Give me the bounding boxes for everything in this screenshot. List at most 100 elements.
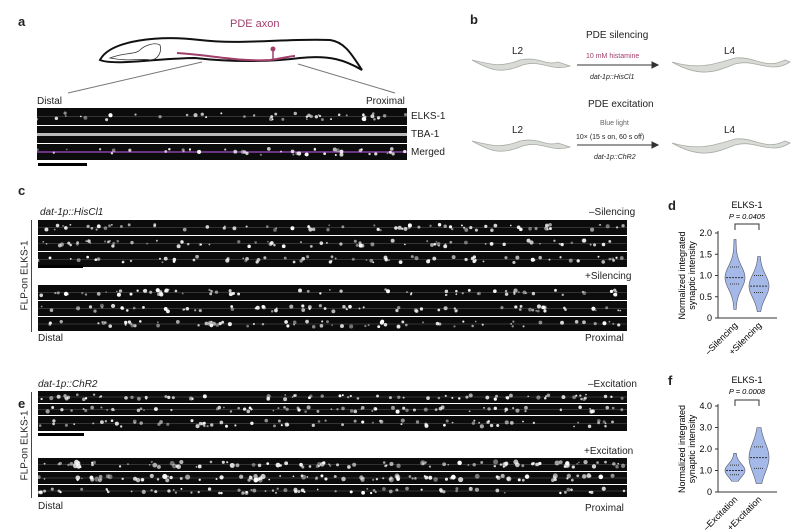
synapse-punctum: [506, 476, 512, 482]
synapse-punctum: [577, 421, 580, 424]
micrograph-elks1: [37, 108, 407, 125]
synapse-punctum: [504, 292, 509, 296]
synapse-punctum: [331, 324, 333, 326]
synapse-punctum: [169, 475, 173, 480]
synapse-punctum: [476, 292, 479, 295]
synapse-punctum: [505, 396, 510, 400]
synapse-punctum: [457, 460, 462, 466]
synapse-punctum: [168, 148, 171, 151]
synapse-punctum: [272, 409, 275, 412]
violin-1: [748, 427, 770, 484]
synapse-punctum: [67, 463, 70, 467]
synapse-punctum: [576, 259, 580, 263]
synapse-punctum: [128, 148, 132, 152]
synapse-punctum: [554, 460, 560, 466]
synapse-punctum: [504, 407, 509, 412]
synapse-punctum: [482, 260, 485, 263]
synapse-punctum: [167, 489, 171, 493]
synapse-punctum: [412, 408, 416, 412]
synapse-punctum: [615, 256, 618, 259]
synapse-punctum: [455, 293, 458, 296]
synapse-punctum: [306, 405, 311, 410]
synapse-punctum: [522, 420, 524, 423]
significance-bracket: [734, 223, 760, 230]
arrow-silencing-icon: [651, 61, 660, 69]
synapse-punctum: [353, 419, 357, 423]
synapse-punctum: [53, 228, 56, 231]
synapse-punctum: [379, 229, 382, 232]
synapse-punctum: [374, 152, 378, 156]
synapse-punctum: [546, 393, 551, 398]
synapse-punctum: [315, 476, 318, 479]
synapse-punctum: [345, 114, 348, 117]
synapse-punctum: [143, 288, 148, 293]
synapse-punctum: [396, 324, 401, 329]
synapse-punctum: [49, 396, 54, 401]
synapse-punctum: [84, 293, 88, 296]
synapse-punctum: [617, 309, 620, 312]
synapse-punctum: [509, 421, 514, 425]
synapse-punctum: [293, 394, 296, 397]
synapse-punctum: [316, 409, 320, 413]
synapse-punctum: [493, 459, 499, 465]
synapse-punctum: [465, 395, 469, 399]
synapse-punctum: [38, 491, 40, 495]
synapse-punctum: [517, 291, 520, 294]
synapse-punctum: [493, 397, 497, 401]
synapse-punctum: [51, 406, 55, 409]
chart-title: ELKS-1: [731, 200, 762, 210]
synapse-punctum: [596, 461, 599, 464]
synapse-punctum: [220, 491, 223, 495]
synapse-punctum: [176, 464, 182, 470]
violin-1: [748, 256, 770, 312]
synapse-punctum: [37, 118, 39, 121]
synapse-punctum: [524, 405, 528, 410]
synapse-punctum: [480, 461, 484, 464]
synapse-punctum: [317, 464, 321, 468]
synapse-punctum: [419, 307, 424, 311]
synapse-punctum: [323, 307, 327, 310]
synapse-punctum: [198, 421, 203, 426]
synapse-punctum: [582, 397, 586, 401]
synapse-punctum: [559, 256, 562, 259]
synapse-punctum: [275, 491, 277, 494]
excitation-genotype: dat-1p::ChR2: [594, 154, 636, 161]
synapse-punctum: [589, 407, 592, 410]
synapse-punctum: [205, 116, 208, 119]
synapse-punctum: [433, 242, 437, 246]
synapse-punctum: [82, 408, 85, 410]
synapse-punctum: [451, 255, 456, 260]
synapse-punctum: [388, 150, 392, 154]
pde-axon-line: [176, 52, 296, 62]
synapse-punctum: [517, 478, 521, 482]
synapse-punctum: [591, 306, 596, 311]
synapse-punctum: [605, 405, 610, 410]
synapse-punctum: [180, 240, 184, 243]
synapse-punctum: [515, 255, 520, 260]
synapse-punctum: [139, 320, 142, 323]
synapse-punctum: [124, 320, 128, 325]
synapse-punctum: [92, 422, 95, 425]
synapse-punctum: [443, 423, 446, 427]
synapse-punctum: [572, 395, 577, 400]
synapse-punctum: [250, 421, 254, 426]
synapse-punctum: [401, 320, 405, 324]
synapse-punctum: [293, 487, 298, 492]
synapse-punctum: [598, 474, 604, 480]
synapse-punctum: [292, 260, 296, 264]
synapse-punctum: [578, 405, 582, 410]
synapse-punctum: [410, 255, 414, 259]
synapse-punctum: [129, 259, 133, 263]
synapse-punctum: [612, 259, 615, 262]
synapse-punctum: [330, 255, 334, 259]
synapse-punctum: [391, 405, 395, 410]
synapse-punctum: [283, 256, 287, 260]
synapse-punctum: [118, 289, 123, 293]
synapse-punctum: [245, 225, 248, 228]
synapse-punctum: [242, 407, 247, 411]
synapse-punctum: [158, 115, 162, 119]
synapse-punctum: [443, 224, 447, 228]
synapse-punctum: [293, 111, 297, 116]
synapse-punctum: [525, 292, 528, 295]
e-plus-strip-1: [38, 458, 627, 471]
